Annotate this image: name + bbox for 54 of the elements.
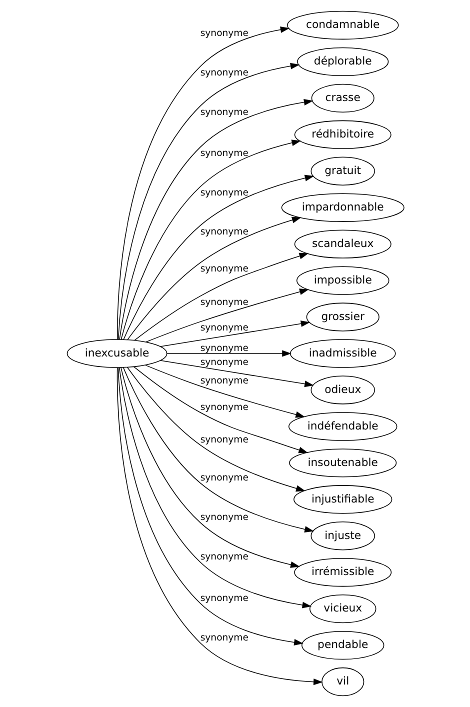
arrow [126, 216, 301, 340]
arrow [144, 288, 308, 342]
arrow [126, 366, 305, 492]
arrow [120, 140, 301, 340]
edge-label: synonyme [200, 188, 248, 199]
edge-label: synonyme [200, 592, 248, 604]
edge-label: synonyme [200, 472, 248, 484]
arrow [118, 99, 313, 340]
arrow [144, 364, 304, 418]
arrow [117, 62, 300, 340]
node-ellipse: insoutenable [288, 448, 396, 478]
node-ellipse: impardonnable [280, 193, 404, 222]
edge-label: synonyme [200, 297, 248, 308]
node-ellipse: inadmissible [289, 339, 396, 368]
edge-label: synonyme [200, 106, 248, 118]
node-ellipse: odieux [310, 376, 374, 404]
edge-label: synonyme [200, 322, 248, 334]
node-ellipse: vicieux [309, 594, 376, 624]
node-ellipse: déplorable [296, 47, 388, 76]
edge-label: synonyme [200, 356, 248, 368]
node-ellipse: rédhibitoire [294, 120, 391, 149]
arrow [120, 367, 300, 568]
arrow [134, 252, 308, 341]
node-ellipse: pendable [301, 630, 384, 660]
node-ellipse: grossier [306, 302, 379, 332]
edge-label: synonyme [200, 226, 248, 238]
arrow [116, 26, 290, 340]
arrow [160, 320, 310, 347]
edge-label: synonyme [200, 67, 248, 78]
edge-label: synonyme [200, 342, 248, 354]
node-ellipse: gratuit [310, 156, 374, 186]
arrow [132, 366, 308, 454]
node-ellipse: crasse [310, 84, 374, 113]
node-ellipse: irrémissible [294, 558, 392, 587]
arrow [118, 367, 312, 608]
arrow [166, 350, 291, 357]
arrow [117, 367, 303, 646]
node-ellipse: injuste [310, 522, 374, 550]
edge-label: synonyme [200, 434, 248, 446]
arrow [116, 367, 322, 686]
edge-label: synonyme [200, 632, 248, 644]
edge-label: synonyme [200, 264, 248, 275]
arrow [160, 360, 314, 388]
edge-label: synonyme [200, 512, 248, 524]
edge-label: synonyme [200, 375, 248, 386]
arrow [122, 367, 314, 532]
node-ellipse: vil [321, 667, 364, 696]
edge-label: synonyme [200, 148, 248, 160]
edge-label: synonyme [200, 402, 248, 413]
edge-label: synonyme [200, 552, 248, 563]
edge-label: synonyme [200, 28, 248, 39]
node-ellipse: inexcusable [66, 339, 167, 368]
arrow [122, 174, 314, 340]
node-ellipse: condamnable [286, 10, 398, 40]
